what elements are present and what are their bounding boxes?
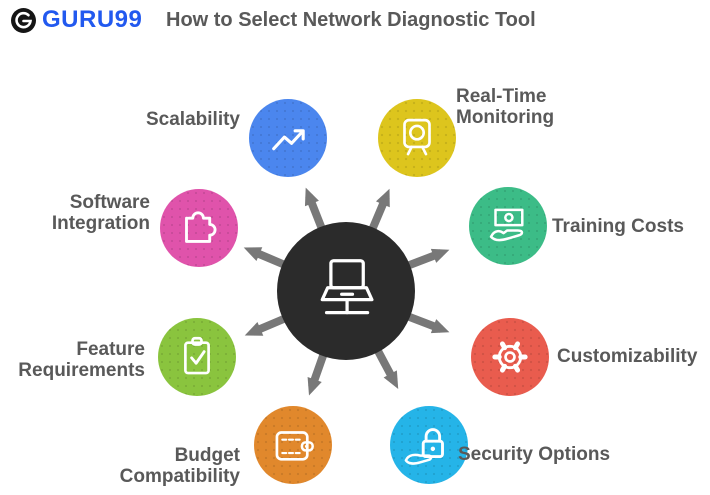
factor-circle-feature-requirements (158, 318, 236, 396)
laptop-network-icon (320, 259, 374, 315)
lock-hand-icon (404, 428, 444, 465)
factor-label-scalability: Scalability (146, 109, 240, 130)
trend-up-icon (272, 129, 305, 151)
monitor-camera-icon (403, 118, 431, 156)
factor-label-customizability: Customizability (557, 346, 698, 367)
arrow-to-scalability (304, 187, 326, 231)
factor-circle-security-options (390, 406, 468, 484)
factor-circle-software-integration (160, 189, 238, 267)
factor-circle-real-time-monitoring (378, 99, 456, 177)
page-title: How to Select Network Diagnostic Tool (166, 9, 536, 31)
center-hub (277, 222, 415, 360)
brand-name: GURU99 (42, 6, 143, 33)
guru99-logo: GURU99 (10, 6, 142, 34)
factor-label-budget-compatibility: Budget Compatibility (119, 445, 240, 487)
factor-circle-training-costs (469, 187, 547, 265)
factor-label-security-options: Security Options (458, 444, 611, 465)
factor-label-feature-requirements: Feature Requirements (18, 339, 145, 381)
wallet-icon (275, 431, 314, 461)
guru99-logo-icon (11, 7, 36, 33)
arrow-to-real-time-monitoring (368, 188, 390, 232)
arrow-to-security-options (373, 347, 399, 389)
factor-circle-customizability (471, 318, 549, 396)
arrow-to-software-integration (243, 247, 287, 269)
arrow-to-customizability (405, 312, 450, 334)
gear-icon (492, 341, 528, 373)
factor-label-training-costs: Training Costs (552, 216, 684, 237)
puzzle-icon (185, 211, 217, 243)
factor-circle-budget-compatibility (254, 406, 332, 484)
factor-label-software-integration: Software Integration (51, 192, 150, 234)
clipboard-check-icon (184, 336, 210, 375)
money-hand-icon (489, 208, 524, 242)
arrow-to-feature-requirements (244, 314, 288, 336)
arrow-to-budget-compatibility (307, 351, 328, 396)
factor-label-real-time-monitoring: Real-Time Monitoring (456, 86, 555, 128)
arrow-to-training-costs (405, 248, 450, 270)
factor-circle-scalability (249, 99, 327, 177)
